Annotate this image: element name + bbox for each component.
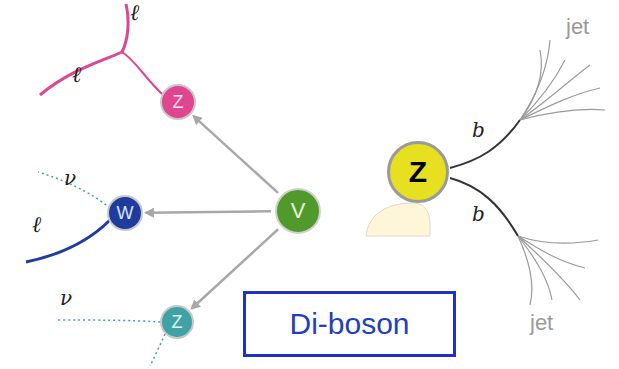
particle-symbol: W [117, 203, 134, 224]
lepton-label: ℓ [130, 2, 139, 24]
title-box: Di-boson [243, 291, 456, 357]
jet-fan [520, 40, 605, 120]
particle-symbol: Z [173, 92, 184, 113]
lepton-line [122, 52, 162, 94]
lepton-line [40, 4, 128, 95]
box-title: Di-boson [289, 307, 409, 341]
neutrino-line [55, 320, 160, 322]
particle-symbol: Z [172, 312, 183, 333]
lepton-label: ℓ [32, 214, 41, 236]
particle-circle: V [275, 188, 321, 234]
particle-circle: Z [387, 141, 449, 203]
particle-circle: Z [160, 305, 194, 339]
particle-circle: W [107, 195, 143, 231]
neutrino-label: ν [64, 168, 76, 188]
particle-symbol: Z [409, 155, 427, 189]
quark-label: b [472, 120, 485, 140]
neutrino-label: ν [60, 288, 72, 308]
quark-line [450, 178, 518, 236]
decay-arrow [194, 116, 278, 193]
jet-label: jet [566, 16, 589, 38]
lepton-label: ℓ [72, 64, 81, 86]
particle-symbol: V [291, 198, 306, 224]
quark-label: b [472, 204, 485, 224]
decay-arrow [146, 211, 271, 212]
neutrino-line [150, 334, 165, 366]
shadow-shape [366, 203, 430, 236]
jet-label: jet [530, 312, 553, 334]
particle-circle: Z [160, 84, 196, 120]
quark-line [450, 120, 520, 168]
jet-fan [518, 236, 598, 305]
